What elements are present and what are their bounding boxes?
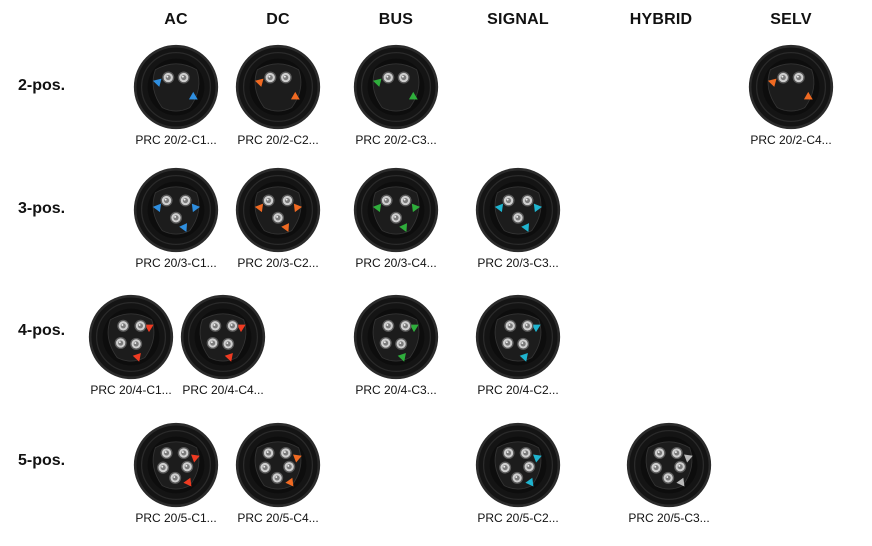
part-number: PRC 20/2-C1... xyxy=(135,133,217,147)
connector-card[interactable]: PRC 20/5-C4... xyxy=(218,422,338,525)
connector-card[interactable]: PRC 20/4-C2... xyxy=(458,294,578,397)
row-label-5-pos: 5-pos. xyxy=(18,452,66,469)
part-number: PRC 20/2-C3... xyxy=(355,133,437,147)
connector-card[interactable]: PRC 20/3-C1... xyxy=(116,167,236,270)
connector-face-icon xyxy=(475,294,561,380)
connector-face-icon xyxy=(626,422,712,508)
connector-face-icon xyxy=(353,294,439,380)
connector-card[interactable]: PRC 20/5-C1... xyxy=(116,422,236,525)
connector-card[interactable]: PRC 20/5-C3... xyxy=(609,422,729,525)
connector-face-icon xyxy=(235,167,321,253)
column-heading-bus: BUS xyxy=(378,11,414,28)
connector-card[interactable]: PRC 20/3-C3... xyxy=(458,167,578,270)
part-number: PRC 20/4-C1... xyxy=(90,383,172,397)
connector-face-icon xyxy=(88,294,174,380)
column-heading-selv: SELV xyxy=(770,11,812,28)
connector-face-icon xyxy=(748,44,834,130)
part-number: PRC 20/4-C2... xyxy=(477,383,559,397)
connector-face-icon xyxy=(133,422,219,508)
part-number: PRC 20/3-C1... xyxy=(135,256,217,270)
part-number: PRC 20/5-C3... xyxy=(628,511,710,525)
part-number: PRC 20/2-C4... xyxy=(750,133,832,147)
part-number: PRC 20/4-C3... xyxy=(355,383,437,397)
connector-card[interactable]: PRC 20/4-C3... xyxy=(336,294,456,397)
part-number: PRC 20/5-C1... xyxy=(135,511,217,525)
connector-face-icon xyxy=(353,44,439,130)
row-label-4-pos: 4-pos. xyxy=(18,322,66,339)
connector-face-icon xyxy=(235,422,321,508)
connector-face-icon xyxy=(180,294,266,380)
part-number: PRC 20/3-C4... xyxy=(355,256,437,270)
part-number: PRC 20/3-C3... xyxy=(477,256,559,270)
connector-face-icon xyxy=(475,422,561,508)
connector-card[interactable]: PRC 20/2-C3... xyxy=(336,44,456,147)
part-number: PRC 20/5-C2... xyxy=(477,511,559,525)
part-number: PRC 20/4-C4... xyxy=(182,383,264,397)
part-number: PRC 20/2-C2... xyxy=(237,133,319,147)
connector-face-icon xyxy=(235,44,321,130)
connector-card[interactable]: PRC 20/2-C1... xyxy=(116,44,236,147)
column-heading-ac: AC xyxy=(164,11,188,28)
connector-card[interactable]: PRC 20/3-C4... xyxy=(336,167,456,270)
connector-card[interactable]: PRC 20/3-C2... xyxy=(218,167,338,270)
connector-card[interactable]: PRC 20/2-C4... xyxy=(731,44,851,147)
column-heading-dc: DC xyxy=(266,11,290,28)
connector-card[interactable]: PRC 20/5-C2... xyxy=(458,422,578,525)
connector-face-icon xyxy=(133,44,219,130)
column-heading-signal: SIGNAL xyxy=(487,11,549,28)
connector-face-icon xyxy=(475,167,561,253)
connector-face-icon xyxy=(133,167,219,253)
connector-card[interactable]: PRC 20/4-C4... xyxy=(163,294,283,397)
row-label-3-pos: 3-pos. xyxy=(18,200,66,217)
connector-card[interactable]: PRC 20/4-C1... xyxy=(71,294,191,397)
connector-card[interactable]: PRC 20/2-C2... xyxy=(218,44,338,147)
column-heading-hybrid: HYBRID xyxy=(629,11,693,28)
part-number: PRC 20/3-C2... xyxy=(237,256,319,270)
part-number: PRC 20/5-C4... xyxy=(237,511,319,525)
connector-face-icon xyxy=(353,167,439,253)
row-label-2-pos: 2-pos. xyxy=(18,77,66,94)
